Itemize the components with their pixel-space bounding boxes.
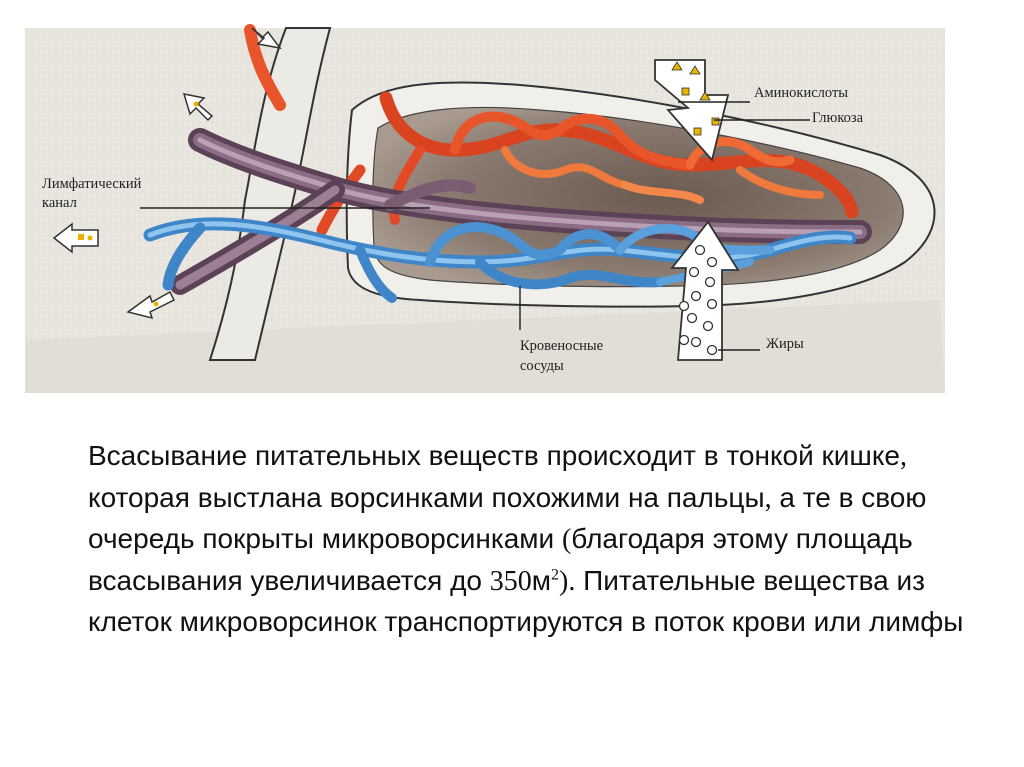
caption-paren-open: ( xyxy=(561,524,572,555)
inflow-arrow-fats xyxy=(670,220,740,361)
caption-comma2: , xyxy=(764,482,772,514)
caption-area-exponent: 2 xyxy=(551,566,560,584)
caption-comma1: , xyxy=(900,441,907,472)
outflow-arrow-top xyxy=(251,27,282,50)
caption-area-unit: м xyxy=(531,564,552,596)
blood-capillaries-blue xyxy=(143,217,857,303)
caption-area-value: 350 xyxy=(489,565,532,597)
label-glucose: Глюкоза xyxy=(812,110,864,126)
label-blood-line2: сосуды xyxy=(520,358,564,374)
leader-lines xyxy=(140,101,810,351)
label-lymph-line2: канал xyxy=(42,195,77,211)
caption-part5: Питательные вещества из клеток микроворс… xyxy=(88,564,964,638)
caption-part3: а те в свою очередь покрыты микроворсинк… xyxy=(88,481,927,555)
inflow-arrow-amino-glucose xyxy=(654,59,730,162)
villus-diagram: Аминокислоты Глюкоза Лимфатический канал… xyxy=(25,24,945,393)
outflow-arrow-upper-left xyxy=(182,93,214,122)
caption-part4: благодаря этому площадь всасывания увели… xyxy=(88,523,913,596)
outflow-arrow-lower-left xyxy=(126,290,176,320)
label-amino-acids: Аминокислоты xyxy=(754,85,848,101)
outflow-arrow-left xyxy=(52,222,99,254)
caption-part2: которая выстлана ворсинками похожими на … xyxy=(88,481,765,513)
label-lymph-line1: Лимфатический xyxy=(42,176,142,192)
label-blood-line1: Кровеносные xyxy=(520,338,603,354)
label-fats: Жиры xyxy=(766,336,804,352)
caption-paren-close: ). xyxy=(559,565,576,597)
caption-part1: Всасывание питательных веществ происходи… xyxy=(88,440,900,471)
caption-paragraph: Всасывание питательных веществ происходи… xyxy=(88,436,968,643)
